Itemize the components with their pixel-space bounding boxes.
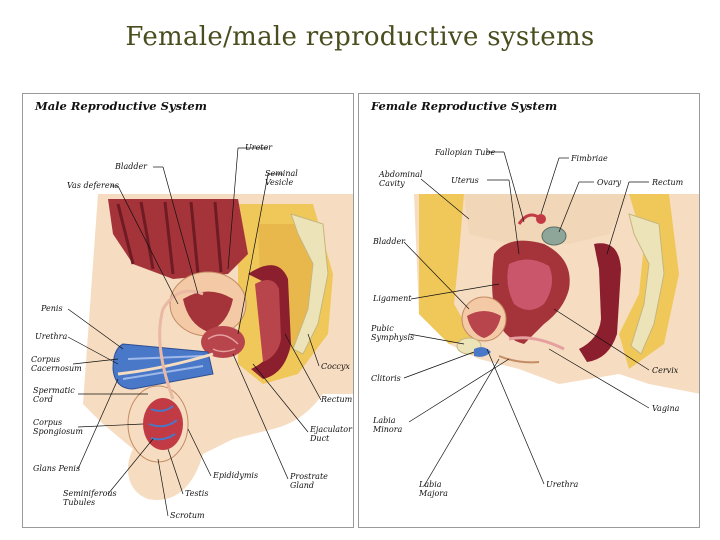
female-anatomy-illustration	[403, 151, 699, 487]
label-vas-deferens: Vas deferens	[67, 181, 119, 190]
label-seminiferous-tubules: Seminiferous Tubules	[63, 489, 117, 507]
label-vagina: Vagina	[652, 404, 680, 413]
label-fimbriae: Fimbriae	[571, 154, 608, 163]
slide-title: Female/male reproductive systems	[125, 22, 595, 52]
male-anatomy-illustration	[67, 147, 353, 517]
male-diagram-panel: Male Reproductive System Ureter Bladder …	[22, 93, 354, 528]
label-epididymis: Epididymis	[213, 471, 259, 480]
label-prostate-gland: Prostrate Gland	[290, 472, 328, 490]
label-penis: Penis	[41, 304, 63, 313]
label-abdominal-cavity: Abdominal Cavity	[379, 170, 423, 188]
label-corpus-spongiosum: Corpus Spongiosum	[33, 418, 83, 436]
label-coccyx: Coccyx	[321, 362, 350, 371]
label-ureter: Ureter	[245, 143, 273, 152]
label-bladder: Bladder	[115, 162, 148, 171]
label-cervix: Cervix	[652, 366, 679, 375]
label-pubic-symphysis: Pubic Symphysis	[371, 324, 415, 342]
label-glans-penis: Glans Penis	[33, 464, 81, 473]
label-spermatic-cord: Spermatic Cord	[33, 386, 75, 404]
label-clitoris: Clitoris	[371, 374, 401, 383]
label-urethra-female: Urethra	[546, 480, 579, 489]
label-bladder-female: Bladder	[373, 237, 406, 246]
label-scrotum: Scrotum	[170, 511, 205, 520]
female-panel-title: Female Reproductive System	[371, 99, 558, 113]
male-panel-title: Male Reproductive System	[35, 99, 207, 113]
label-fallopian-tube: Fallopian Tube	[435, 148, 496, 157]
label-rectum: Rectum	[321, 395, 353, 404]
label-uterus: Uterus	[451, 176, 479, 185]
label-testis: Testis	[185, 489, 209, 498]
label-corpus-cavernosum: Corpus Cacernosum	[31, 355, 82, 373]
label-ovary: Ovary	[597, 178, 622, 187]
label-labia-majora: Labia Majora	[419, 480, 448, 498]
label-labia-minora: Labia Minora	[373, 416, 403, 434]
female-diagram-panel: Female Reproductive System Fallopian Tub…	[358, 93, 700, 528]
label-urethra: Urethra	[35, 332, 68, 341]
label-seminal-vesicle: Seminal Vesicle	[265, 169, 298, 187]
label-ligament: Ligament	[373, 294, 412, 303]
label-ejaculatory-duct: Ejaculator Duct	[310, 425, 352, 443]
label-rectum-female: Rectum	[652, 178, 684, 187]
